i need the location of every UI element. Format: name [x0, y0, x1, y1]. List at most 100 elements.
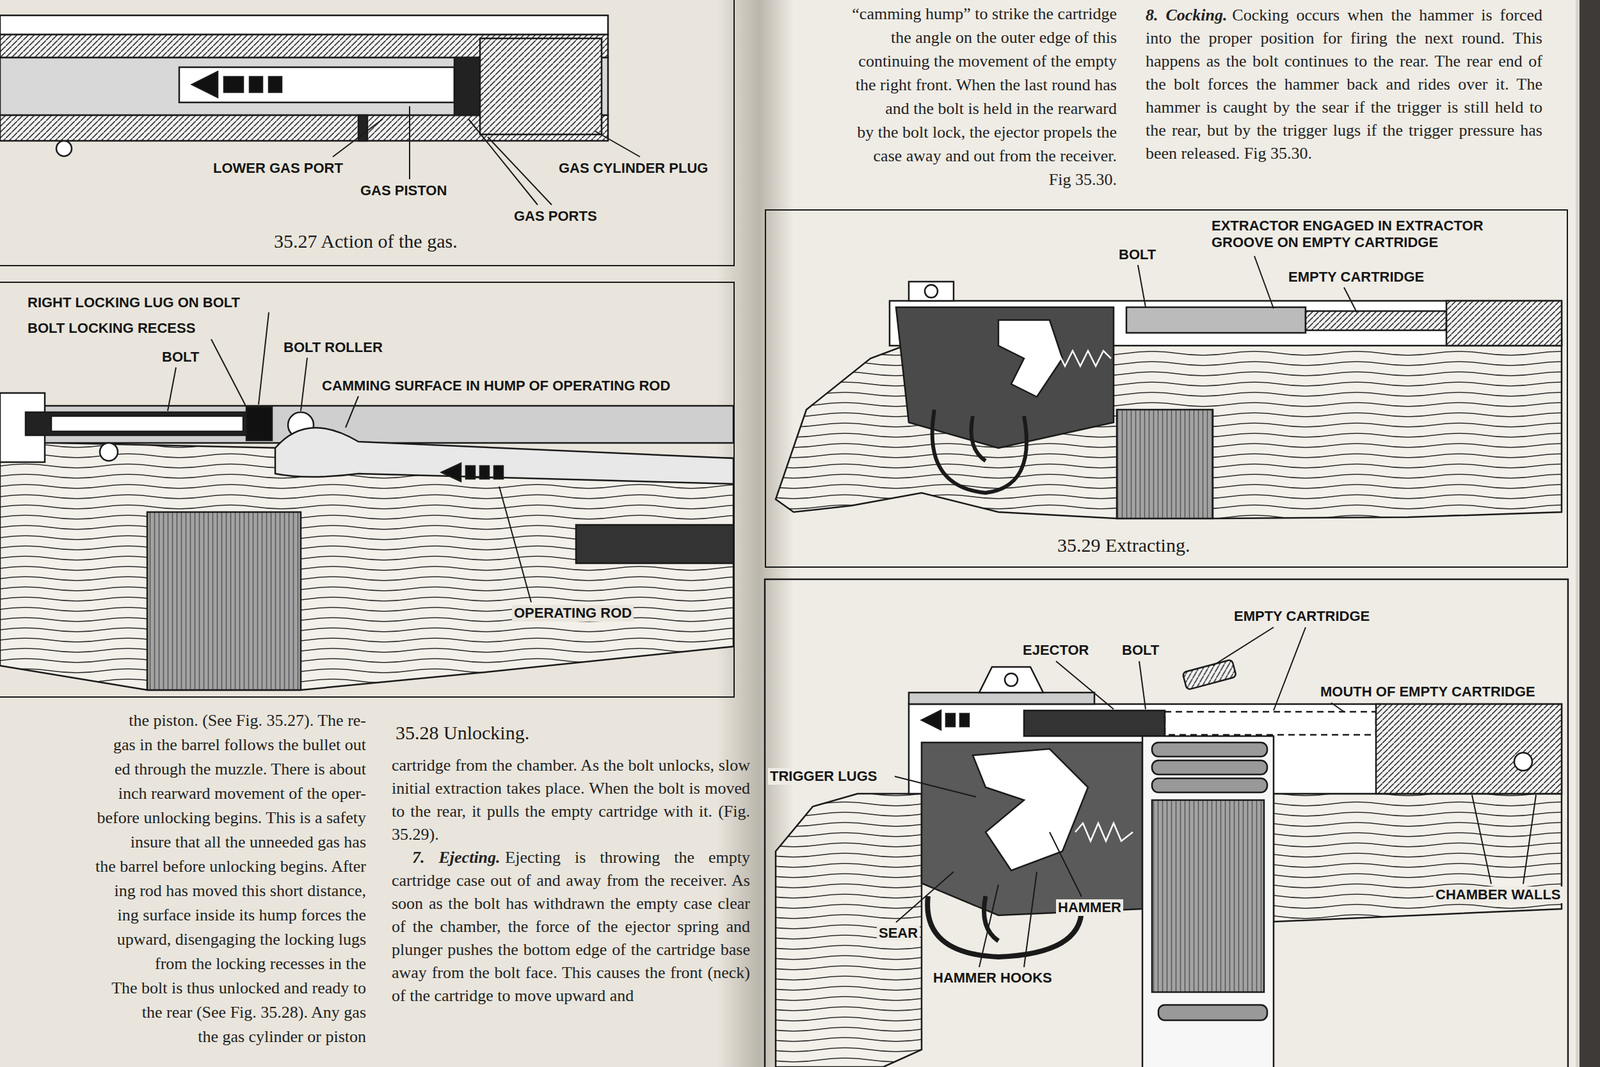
- rifle-ejecting-drawing-part: [775, 793, 922, 1067]
- gas-action-drawing-part: [192, 71, 218, 98]
- rifle-ejecting-drawing-part: [972, 748, 1088, 871]
- rifle-ejecting-drawing-part: [1152, 800, 1264, 992]
- gas-action-drawing-part: [56, 140, 72, 157]
- leader-line-part: [1212, 627, 1274, 666]
- rifle-unlocking-drawing-part: [99, 442, 118, 461]
- leader-line: [167, 312, 532, 603]
- rifle-unlocking-drawing-part: [0, 405, 734, 443]
- part-label: TRIGGER LUGS: [768, 768, 879, 785]
- body-text: Ejecting is throwing the empty cartridge…: [391, 848, 751, 1005]
- leader-line-part: [345, 396, 359, 428]
- paragraph: 8. Cocking.Cocking occurs when the hamme…: [1145, 3, 1543, 166]
- body-text-line: The bolt is thus unlocked and ready to: [0, 977, 367, 999]
- gas-action-drawing-part: [249, 76, 263, 93]
- leader-line-part: [595, 131, 640, 157]
- body-text-line: upward, disengaging the locking lugs: [0, 929, 367, 950]
- leader-line-part: [1523, 794, 1536, 884]
- rifle-unlocking-drawing-part: [441, 463, 461, 482]
- page-ground-part: [1575, 0, 1580, 1067]
- rifle-unlocking-drawing: [0, 392, 734, 690]
- gas-action-drawing: [0, 15, 608, 157]
- rifle-ejecting-drawing-part: [1152, 742, 1268, 757]
- section-heading: 8. Cocking.: [1145, 5, 1228, 25]
- rifle-extracting-drawing-part: [1446, 300, 1562, 346]
- leader-line-part: [1056, 661, 1114, 710]
- rifle-ejecting-drawing-part: [1152, 760, 1268, 775]
- figure-panel: 35.27 Action of the gas.: [0, 0, 735, 267]
- part-label: GAS PISTON: [358, 182, 449, 200]
- rifle-ejecting-drawing-part: [1376, 704, 1562, 794]
- figure-caption: 35.29 Extracting.: [1057, 534, 1190, 557]
- leader-line-part: [300, 357, 308, 411]
- leader-line-part: [499, 486, 532, 603]
- part-label: LOWER GAS PORT: [211, 160, 345, 177]
- rifle-ejecting-drawing-part: [1152, 778, 1268, 793]
- leader-line-part: [1254, 256, 1274, 309]
- gas-action-drawing-part: [179, 67, 455, 103]
- body-text-line: insure that all the unneeded gas has: [0, 832, 367, 853]
- rifle-ejecting-drawing-part: [921, 742, 1143, 916]
- leader-line-part: [1273, 627, 1306, 711]
- leader-line-part: [1344, 287, 1357, 313]
- rifle-ejecting-drawing-part: [1024, 710, 1165, 736]
- body-text-line: gas in the barrel follows the bullet out: [0, 734, 367, 756]
- leader-line-part: [167, 367, 176, 411]
- rifle-ejecting-drawing-part: [1142, 736, 1274, 1067]
- rifle-ejecting-drawing-part: [945, 713, 955, 727]
- rifle-extracting-drawing-part: [1116, 409, 1213, 519]
- leader-line-part: [1024, 871, 1037, 968]
- body-text-line: inch rearward movement of the oper-: [0, 783, 367, 804]
- part-label: HAMMER HOOKS: [931, 969, 1055, 987]
- gas-action-drawing-part: [224, 76, 244, 93]
- part-label: CHAMBER WALLS: [1433, 886, 1563, 904]
- part-label: BOLT ROLLER: [281, 339, 385, 356]
- figure-caption: 35.27 Action of the gas.: [273, 230, 458, 253]
- part-label: EXTRACTOR ENGAGED IN EXTRACTOR GROOVE ON…: [1209, 217, 1534, 251]
- text-column: cartridge from the chamber. As the bolt …: [391, 753, 751, 1008]
- body-text-line: Fig 35.30.: [668, 169, 1117, 191]
- leader-line-part: [332, 119, 383, 157]
- body-text: Cocking occurs when the hammer is forced…: [1145, 5, 1543, 163]
- rifle-ejecting-drawing-part: [1075, 823, 1133, 841]
- rifle-ejecting-drawing-part: [1182, 659, 1237, 690]
- gas-action-drawing-part: [480, 38, 602, 135]
- rifle-unlocking-drawing-part: [147, 512, 301, 690]
- gas-action-drawing-part: [454, 57, 480, 116]
- part-label: SEAR: [876, 924, 920, 942]
- part-label: EJECTOR: [1020, 641, 1092, 659]
- body-text-line: ed through the muzzle. There is about: [0, 759, 367, 780]
- rifle-unlocking-drawing-part: [465, 465, 475, 479]
- rifle-extracting-drawing-part: [932, 409, 1027, 493]
- rifle-extracting-drawing-part: [908, 281, 954, 301]
- part-label: BOLT: [160, 348, 201, 366]
- leader-line: [332, 106, 640, 205]
- section-heading: 7. Ejecting.: [412, 848, 501, 867]
- leader-line-part: [1137, 264, 1146, 308]
- rifle-unlocking-drawing-part: [480, 465, 489, 479]
- leader-line-part: [468, 119, 538, 205]
- body-text-line: the piston. (See Fig. 35.27). The re-: [0, 710, 367, 731]
- part-label: BOLT: [1120, 641, 1161, 659]
- leader-line-part: [979, 884, 999, 968]
- rifle-ejecting-drawing-part: [921, 710, 941, 730]
- rifle-extracting-drawing-part: [971, 416, 987, 461]
- rifle-unlocking-drawing-part: [494, 465, 504, 479]
- leader-line-part: [1472, 794, 1492, 884]
- body-text-line: and the bolt is held in the rearward: [668, 98, 1117, 120]
- rifle-ejecting-drawing-part: [1164, 711, 1376, 735]
- body-text-line: ing rod has moved this short distance,: [0, 880, 367, 902]
- rifle-ejecting-drawing-part: [1514, 752, 1533, 771]
- rifle-extracting-drawing-part: [1049, 350, 1112, 367]
- gas-action-drawing-part: [0, 15, 608, 35]
- part-label: OPERATING ROD: [512, 604, 634, 622]
- rifle-unlocking-drawing-part: [246, 407, 272, 441]
- part-label: GAS CYLINDER PLUG: [556, 160, 710, 177]
- part-label: MOUTH OF EMPTY CARTRIDGE: [1318, 683, 1538, 701]
- rifle-extracting-drawing-part: [775, 339, 1562, 519]
- part-label: HAMMER: [1056, 899, 1124, 916]
- rifle-ejecting-drawing-part: [984, 896, 1000, 941]
- text-column: 8. Cocking.Cocking occurs when the hamme…: [1145, 3, 1543, 166]
- paragraph: 7. Ejecting.Ejecting is throwing the emp…: [391, 846, 751, 1008]
- leader-line-part: [211, 339, 247, 408]
